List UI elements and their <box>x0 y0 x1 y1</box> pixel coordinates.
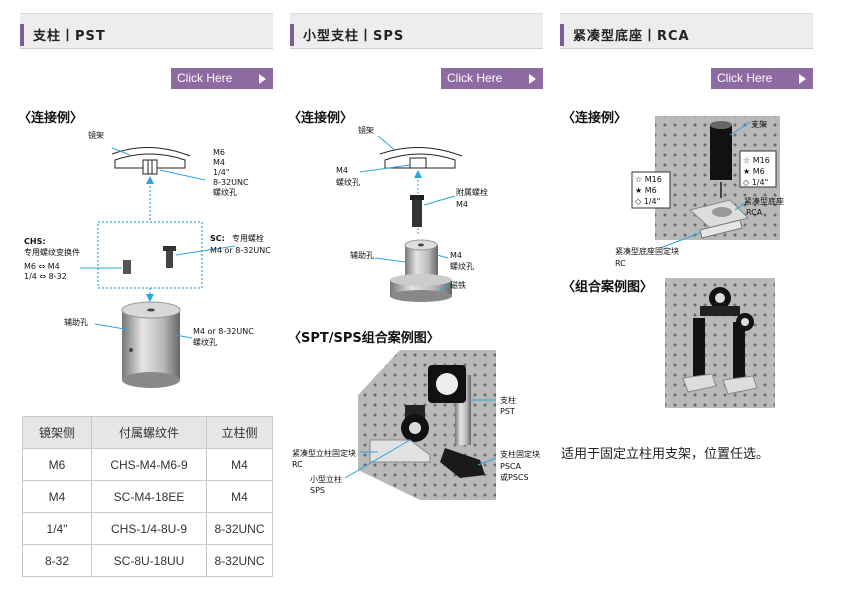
column-header-rca: 紧凑型底座丨RCA <box>560 13 813 49</box>
header-accent-bar <box>290 24 294 46</box>
label-screw-hole: 螺纹孔 <box>336 178 360 187</box>
click-here-button-sps[interactable]: Click Here <box>441 68 543 89</box>
label-post-code: PST <box>500 407 515 416</box>
button-label: Click Here <box>177 71 233 85</box>
label-rca-base: 紧凑型底座 <box>744 197 784 206</box>
table-cell: M6 <box>22 448 92 481</box>
table-cell: 8-32 <box>22 544 92 577</box>
label-bottom-hole: 螺纹孔 <box>193 338 217 347</box>
label-sc-line1: M4 or 8-32UNC <box>210 246 271 255</box>
label-screw-hole: 螺纹孔 <box>213 188 237 197</box>
table-cell: M4 <box>206 480 273 513</box>
table-header-adapter: 付属螺纹件 <box>91 416 207 449</box>
label-bolt-m4: M4 <box>456 200 468 209</box>
click-here-button-pst[interactable]: Click Here <box>171 68 273 89</box>
header-accent-bar <box>20 24 24 46</box>
label-aux-hole: 辅助孔 <box>64 318 88 327</box>
label-rca-post: 支架 <box>751 120 767 129</box>
label-bottom-thread: M4 or 8-32UNC <box>193 327 254 336</box>
label-quarter: 1/4" <box>213 168 230 177</box>
section-title-combo-rca: 〈组合案例图〉 <box>562 280 654 295</box>
label-post-clamp: 支柱固定块 <box>500 450 540 459</box>
table-row: M6 CHS-M4-M6-9 M4 <box>22 448 273 481</box>
label-small-post: 小型立柱 <box>310 475 342 484</box>
label-rca-opt-b3: ◇ 1/4" <box>635 197 661 206</box>
label-rca-opt-b2: ★ M6 <box>635 186 657 195</box>
label-m6: M6 <box>213 148 225 157</box>
header-title: 紧凑型底座丨RCA <box>573 29 690 44</box>
label-mirror-mount: 镜架 <box>358 126 374 135</box>
table-cell: 8-32UNC <box>206 512 273 545</box>
label-rc: RC <box>292 460 303 469</box>
label-chs-line2: 1/4 ⇔ 8-32 <box>24 272 67 281</box>
table-row: 8-32 SC-8U-18UU 8-32UNC <box>22 544 273 577</box>
label-rca-base-code: RCA <box>746 208 763 217</box>
header-title: 支柱丨PST <box>33 29 106 44</box>
table-header-post-side: 立柱侧 <box>206 416 273 449</box>
label-sc-title: SC: <box>210 234 225 243</box>
label-m4-bottom: M4 <box>450 251 462 260</box>
table-cell: M4 <box>22 480 92 513</box>
label-rca-opt-a2: ★ M6 <box>743 167 765 176</box>
label-sc-desc: 专用螺栓 <box>232 234 264 243</box>
play-arrow-icon <box>799 74 806 84</box>
label-pscs: 或PSCS <box>500 473 529 482</box>
label-mirror-mount: 镜架 <box>88 131 104 140</box>
section-title-connect-sps: 〈连接例〉 <box>288 111 354 126</box>
thread-spec-table: 镜架侧 付属螺纹件 立柱侧 M6 CHS-M4-M6-9 M4 M4 SC-M4… <box>22 416 273 577</box>
table-row: 1/4" CHS-1/4-8U-9 8-32UNC <box>22 512 273 545</box>
label-screw-hole-bottom: 螺纹孔 <box>450 262 474 271</box>
play-arrow-icon <box>529 74 536 84</box>
label-chs-desc: 专用螺纹变换件 <box>24 248 80 257</box>
column-header-pst: 支柱丨PST <box>20 13 273 49</box>
column-header-sps: 小型支柱丨SPS <box>290 13 543 49</box>
header-accent-bar <box>560 24 564 46</box>
table-cell: 1/4" <box>22 512 92 545</box>
click-here-button-rca[interactable]: Click Here <box>711 68 813 89</box>
label-bolt: 附属螺栓 <box>456 188 488 197</box>
table-cell: 8-32UNC <box>206 544 273 577</box>
button-label: Click Here <box>447 71 503 85</box>
label-chs-line1: M6 ⇔ M4 <box>24 262 60 271</box>
label-clamp-rc: 紧凑型立柱固定块 <box>292 449 356 458</box>
table-cell: CHS-1/4-8U-9 <box>91 512 207 545</box>
header-title: 小型支柱丨SPS <box>303 29 405 44</box>
rca-description: 适用于固定立柱用支架，位置任选。 <box>561 447 770 462</box>
table-cell: SC-8U-18UU <box>91 544 207 577</box>
label-psca: PSCA <box>500 462 521 471</box>
button-label: Click Here <box>717 71 773 85</box>
table-header-row: 镜架侧 付属螺纹件 立柱侧 <box>22 416 273 449</box>
label-chs-title: CHS: <box>24 237 46 246</box>
label-sps: SPS <box>310 486 325 495</box>
section-title-combo-sps: 〈SPT/SPS组合案例图〉 <box>288 331 440 346</box>
label-rca-opt-a1: ☆ M16 <box>743 156 770 165</box>
table-header-mount-side: 镜架侧 <box>22 416 92 449</box>
label-m4: M4 <box>213 158 225 167</box>
table-cell: SC-M4-18EE <box>91 480 207 513</box>
label-8-32unc: 8-32UNC <box>213 178 249 187</box>
label-rca-clamp-code: RC <box>615 259 626 268</box>
label-rca-opt-b1: ☆ M16 <box>635 175 662 184</box>
table-cell: CHS-M4-M6-9 <box>91 448 207 481</box>
label-rca-opt-a3: ◇ 1/4" <box>743 178 769 187</box>
section-title-connect-rca: 〈连接例〉 <box>562 111 628 126</box>
label-m4: M4 <box>336 166 348 175</box>
label-post: 支柱 <box>500 396 516 405</box>
label-magnet: 磁铁 <box>450 281 466 290</box>
table-cell: M4 <box>206 448 273 481</box>
label-aux-hole: 辅助孔 <box>350 251 374 260</box>
table-row: M4 SC-M4-18EE M4 <box>22 480 273 513</box>
section-title-connect-pst: 〈连接例〉 <box>18 111 84 126</box>
play-arrow-icon <box>259 74 266 84</box>
label-rca-clamp: 紧凑型底座固定块 <box>615 247 679 256</box>
